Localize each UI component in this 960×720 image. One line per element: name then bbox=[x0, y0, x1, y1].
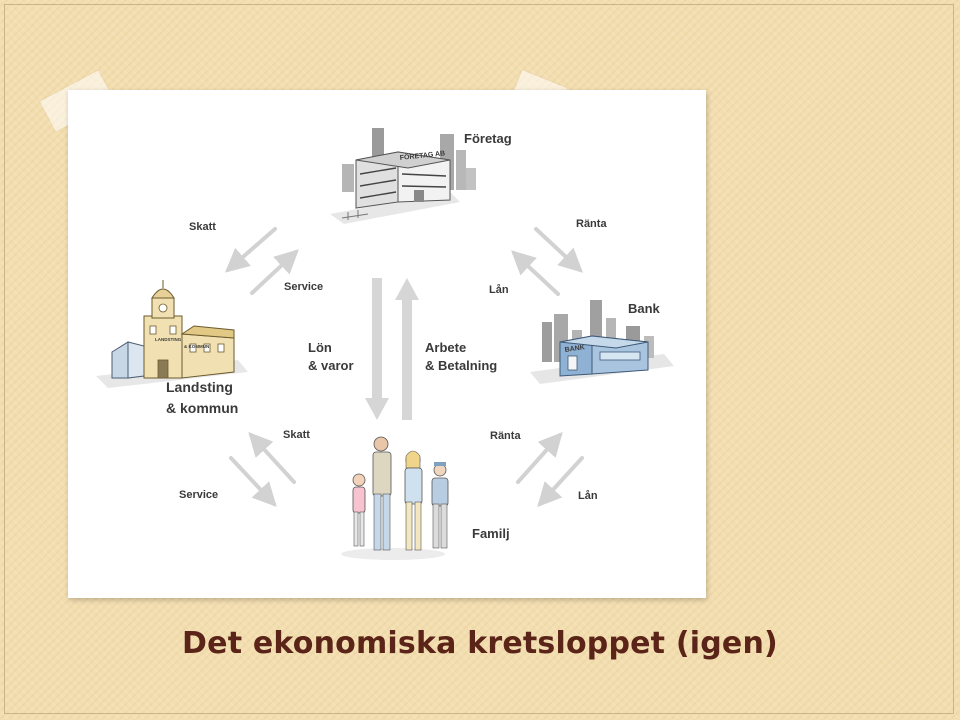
flow-skatt-bottom: Skatt bbox=[283, 429, 310, 441]
arrow-service-bottom bbox=[229, 456, 277, 507]
flow-service-top: Service bbox=[284, 281, 323, 293]
flow-ranta-top: Ränta bbox=[576, 218, 607, 230]
label-foretag: Företag bbox=[464, 131, 512, 146]
flow-lan-top: Lån bbox=[489, 284, 509, 296]
flow-ranta-bottom: Ränta bbox=[490, 430, 521, 442]
arrow-arbete-betalning bbox=[395, 278, 419, 420]
familj-people-icon bbox=[341, 436, 449, 560]
flow-arbete-line2: & Betalning bbox=[425, 358, 497, 373]
label-bank: Bank bbox=[628, 301, 661, 316]
flow-lan-bottom: Lån bbox=[578, 490, 598, 502]
bank-sign: BANK bbox=[564, 344, 585, 354]
flow-lon-line2: & varor bbox=[308, 358, 354, 373]
diagram-card: FÖRETAG AB Företag BANK Bank bbox=[68, 90, 706, 598]
flow-skatt-top: Skatt bbox=[189, 221, 216, 233]
kommun-sign-line2: & KOMMUN bbox=[184, 344, 209, 349]
slide-title: Det ekonomiska kretsloppet (igen) bbox=[182, 626, 778, 661]
foretag-building-icon bbox=[330, 128, 476, 224]
landsting-building-icon bbox=[96, 280, 248, 388]
arrow-skatt-bottom bbox=[248, 432, 296, 484]
flow-lon-line1: Lön bbox=[308, 340, 332, 355]
bank-building-icon bbox=[530, 300, 674, 384]
flow-service-bottom: Service bbox=[179, 489, 218, 501]
arrow-ranta-top bbox=[534, 227, 583, 273]
label-landsting-line2: & kommun bbox=[166, 400, 238, 416]
arrow-lan-bottom bbox=[537, 456, 584, 507]
label-landsting-line1: Landsting bbox=[166, 379, 233, 395]
label-familj: Familj bbox=[472, 526, 510, 541]
arrow-lon-varor bbox=[365, 278, 389, 420]
arrow-lan-top bbox=[511, 250, 560, 296]
arrow-ranta-bottom bbox=[516, 432, 563, 484]
economic-cycle-diagram: FÖRETAG AB Företag BANK Bank bbox=[96, 128, 674, 560]
flow-arbete-line1: Arbete bbox=[425, 340, 466, 355]
kommun-sign-line1: LANDSTING bbox=[155, 337, 182, 342]
arrow-service-top bbox=[250, 249, 299, 295]
arrow-skatt-top bbox=[224, 227, 277, 273]
